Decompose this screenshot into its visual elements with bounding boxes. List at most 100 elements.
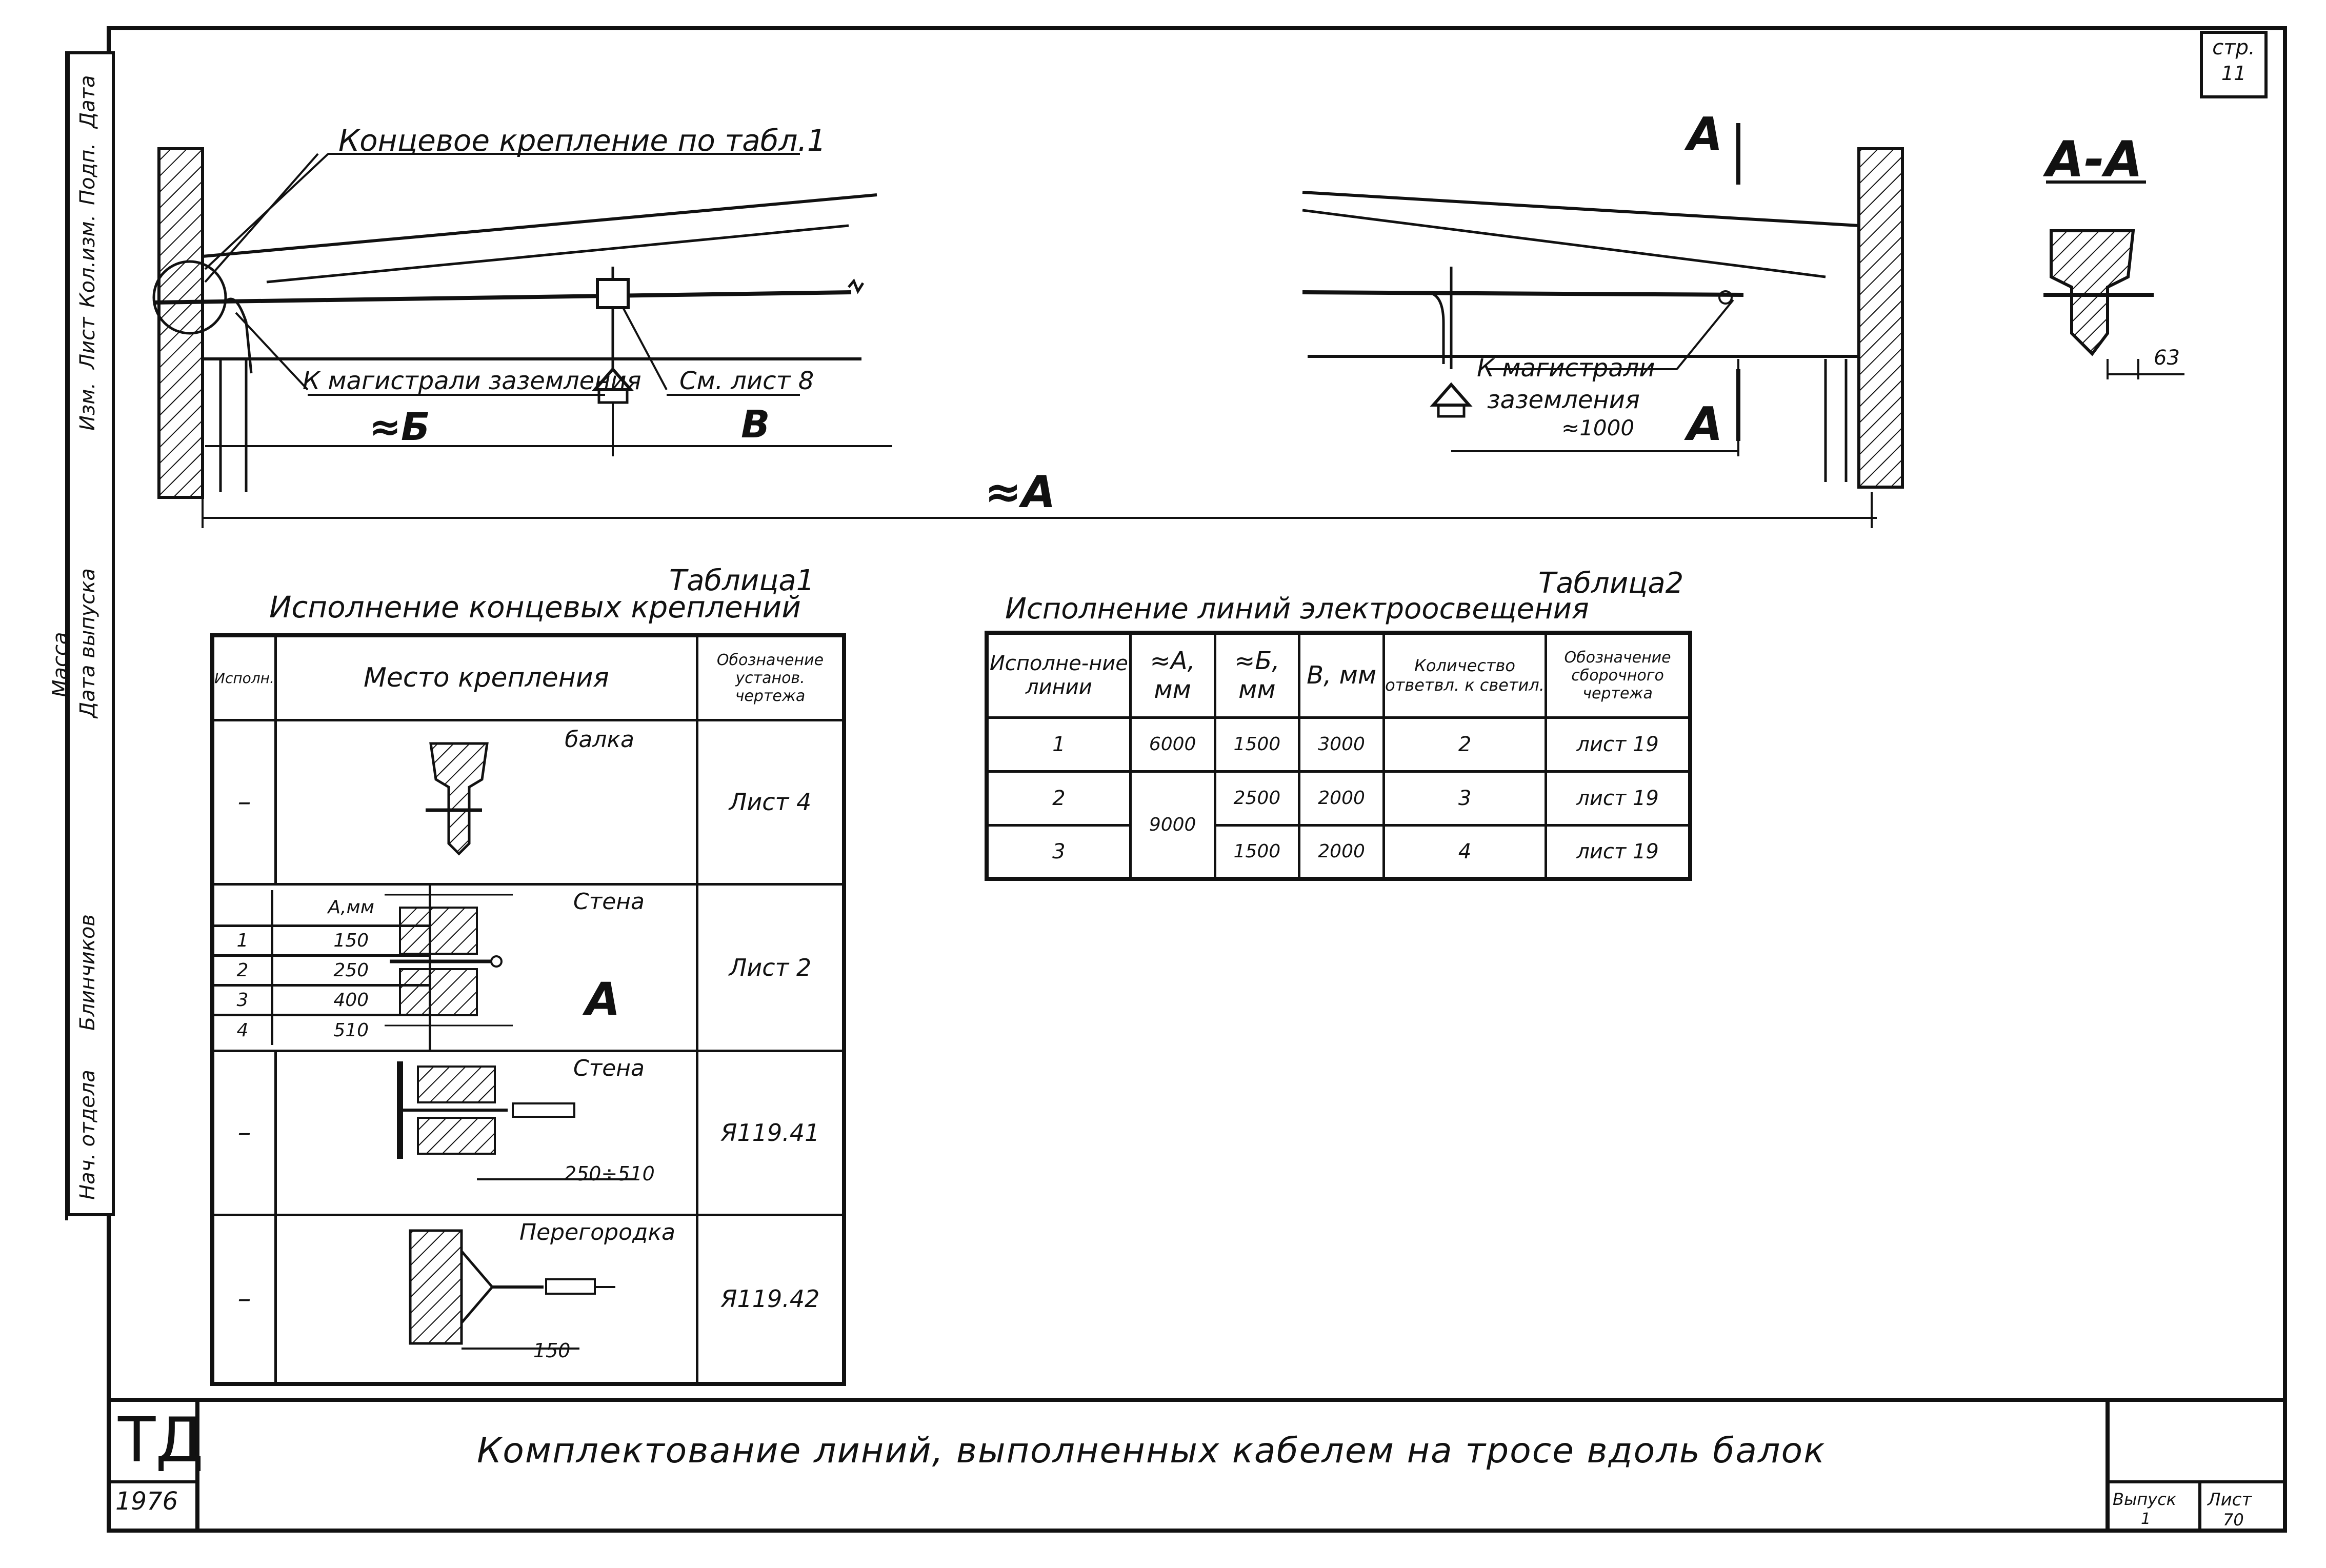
table1: Исполн. Место крепления Обозначение уста… — [210, 633, 846, 1386]
table1-header-exec: Исполн. — [211, 634, 277, 721]
ground-main-note-right-2: заземления — [1487, 386, 1640, 414]
table-row: 1 150 — [214, 924, 429, 957]
table1-sub-a: 250 — [271, 954, 429, 987]
table-row: 2 9000 2500 2000 3 лист 19 — [985, 770, 1692, 880]
issue-label: Выпуск — [2113, 1490, 2176, 1509]
end-fastening-circle — [152, 260, 227, 335]
page-number-box: стр. 11 — [2200, 31, 2268, 98]
table1-place: Стена — [573, 888, 645, 915]
dim-1000-label: ≈1000 — [1561, 415, 1635, 440]
table2-caption: Таблица2 — [1538, 567, 1684, 600]
table1-header-place: Место крепления — [274, 634, 699, 721]
table2-ref: лист 19 — [1545, 823, 1692, 880]
table2-title: Исполнение линий электроосвещения — [1005, 592, 1589, 626]
table2-a: 6000 — [1129, 716, 1216, 773]
side-stamp-dept-head: Нач. отдела — [76, 1070, 99, 1200]
table-row: 3 1500 2000 4 лист 19 — [985, 823, 1692, 880]
table1-exec: – — [211, 1213, 277, 1385]
side-stamp-change-count: Кол.изм. — [76, 214, 99, 308]
table2-header-b: ≈Б, мм — [1213, 631, 1301, 719]
table2-exec: 1 — [985, 716, 1132, 773]
table2-b: 1500 — [1213, 823, 1301, 880]
wall-right — [1857, 147, 1904, 489]
table1-caption: Таблица1 — [669, 564, 815, 597]
sheet-label: Лист — [2208, 1490, 2252, 1510]
table2-v: 3000 — [1298, 716, 1385, 773]
table-row: 4 510 — [214, 1014, 429, 1045]
table1-ref: Я119.42 — [696, 1213, 846, 1385]
table2-v: 2000 — [1298, 823, 1385, 880]
section-title: А-А — [2046, 131, 2143, 188]
table2-exec: 2 — [985, 770, 1132, 827]
table1-subheader: А,мм — [271, 890, 429, 927]
table1-ref: Я119.41 — [696, 1049, 846, 1216]
issue-value: 1 — [2141, 1510, 2151, 1528]
table-row: 1 6000 1500 3000 2 лист 19 — [985, 716, 1692, 773]
table2-ref: лист 19 — [1545, 716, 1692, 773]
table-row: А,мм 1 150 2 250 3 400 4 510 — [211, 882, 846, 1052]
page-number: 11 — [2221, 62, 2247, 85]
page-label: стр. — [2212, 36, 2255, 59]
table1-ref: Лист 4 — [696, 718, 846, 886]
table2-exec: 3 — [985, 823, 1132, 880]
table2-header-a: ≈А, мм — [1129, 631, 1216, 719]
table1-dim: 250÷510 — [564, 1162, 655, 1185]
ground-main-note-left: К магистрали заземления — [303, 367, 641, 395]
table1-sub-n: 3 — [214, 984, 273, 1016]
table2-count: 2 — [1382, 716, 1548, 773]
table1-exec: – — [211, 1049, 277, 1216]
side-stamp — [67, 51, 115, 1216]
table1-ref: Лист 2 — [696, 882, 846, 1052]
dim-b-label: ≈Б — [369, 405, 430, 449]
table1-wall-mark: А — [585, 972, 620, 1026]
table1-place: Стена — [573, 1055, 645, 1081]
table1-dim: 150 — [533, 1339, 571, 1362]
wall-left — [157, 147, 204, 499]
table1-sub-a: 150 — [271, 924, 429, 957]
side-stamp-signer-name: Блинчиков — [76, 914, 99, 1031]
table1-title: Исполнение концевых креплений — [269, 590, 801, 625]
table2-header-ref: Обозначение сборочного чертежа — [1545, 631, 1692, 719]
table2-b: 1500 — [1213, 716, 1301, 773]
ground-main-note-right-1: К магистрали — [1477, 354, 1655, 383]
table1-sub-n: 2 — [214, 954, 273, 987]
sheet-title: Комплектование линий, выполненных кабеле… — [477, 1431, 1826, 1471]
dim-63-label: 63 — [2154, 346, 2180, 370]
end-fastening-note: Концевое крепление по табл.1 — [338, 123, 826, 158]
side-stamp-change: Изм. — [76, 382, 99, 431]
dim-v-label: В — [741, 403, 770, 447]
table2-header-count: Количество ответвл. к светил. — [1382, 631, 1548, 719]
side-stamp-signature: Подп. — [76, 143, 99, 205]
side-stamp-release-date: Дата выпуска — [76, 568, 99, 718]
dim-a-label: ≈А — [985, 467, 1056, 518]
sheet-value: 70 — [2223, 1510, 2244, 1530]
table2-count: 3 — [1382, 770, 1548, 827]
table2-header-exec: Исполне-ние линии — [985, 631, 1132, 719]
section-mark-top: А — [1687, 108, 1723, 162]
table1-sub-a: 400 — [271, 984, 429, 1016]
table-row: – балка Лист 4 — [211, 718, 846, 886]
table2-count: 4 — [1382, 823, 1548, 880]
side-stamp-date: Дата — [76, 75, 99, 128]
side-stamp-mass: Масса — [49, 632, 72, 697]
table-row: 2 250 — [214, 954, 429, 987]
see-sheet-note: См. лист 8 — [679, 367, 814, 395]
table-row: – Перегородка 150 Я119.42 — [211, 1213, 846, 1385]
table2-a: 9000 — [1129, 770, 1216, 880]
table1-place: балка — [274, 718, 699, 886]
table1-sub-a: 510 — [271, 1014, 429, 1045]
table2: Исполне-ние линии ≈А, мм ≈Б, мм В, мм Ко… — [985, 631, 1692, 881]
table1-sub-n: 4 — [214, 1014, 273, 1045]
table2-b: 2500 — [1213, 770, 1301, 827]
designation: ТД — [118, 1405, 204, 1476]
table1-header-ref: Обозначение установ. чертежа — [696, 634, 846, 721]
table2-v: 2000 — [1298, 770, 1385, 827]
table1-exec: – — [211, 718, 277, 886]
year: 1976 — [115, 1487, 178, 1516]
table1-place: Перегородка — [519, 1219, 675, 1245]
side-stamp-sheet: Лист — [76, 317, 99, 369]
table2-header-v: В, мм — [1298, 631, 1385, 719]
table-row: 3 400 — [214, 984, 429, 1016]
table2-ref: лист 19 — [1545, 770, 1692, 827]
section-mark-bottom: А — [1687, 397, 1723, 451]
